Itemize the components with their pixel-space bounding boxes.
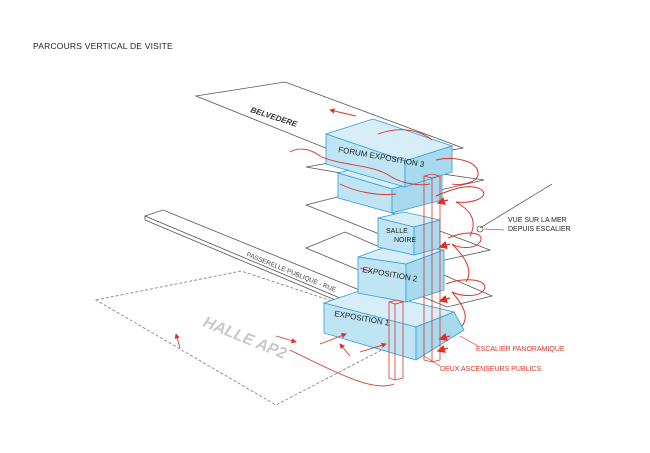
label-escalier-panoramique: ESCALIER PANORAMIQUE (476, 346, 565, 353)
label-salle-noire-1: SALLE (386, 228, 408, 235)
label-salle-noire-2: NOIRE (394, 237, 417, 244)
elevator-shaft-1 (388, 299, 404, 381)
label-halle-ap2: HALLE AP2 (201, 314, 289, 363)
volume-exposition-2 (357, 242, 445, 303)
floor-entry-arrows (436, 196, 451, 354)
label-leaders-red (423, 335, 479, 367)
label-vue-1: VUE SUR LA MER (508, 217, 567, 224)
label-vue-2: DEPUIS ESCALIER (508, 226, 571, 233)
volume-salle-noire (377, 211, 441, 256)
volume-forum-exposition-3 (324, 118, 454, 188)
annotation-leaders (476, 183, 553, 233)
visitor-route (174, 108, 433, 387)
label-ascenseurs: DEUX ASCENSEURS PUBLICS (440, 366, 541, 373)
escalier-panoramique-route (435, 158, 486, 327)
diagram-title: PARCOURS VERTICAL DE VISITE (33, 41, 173, 51)
elevator-shaft-2 (423, 173, 441, 363)
